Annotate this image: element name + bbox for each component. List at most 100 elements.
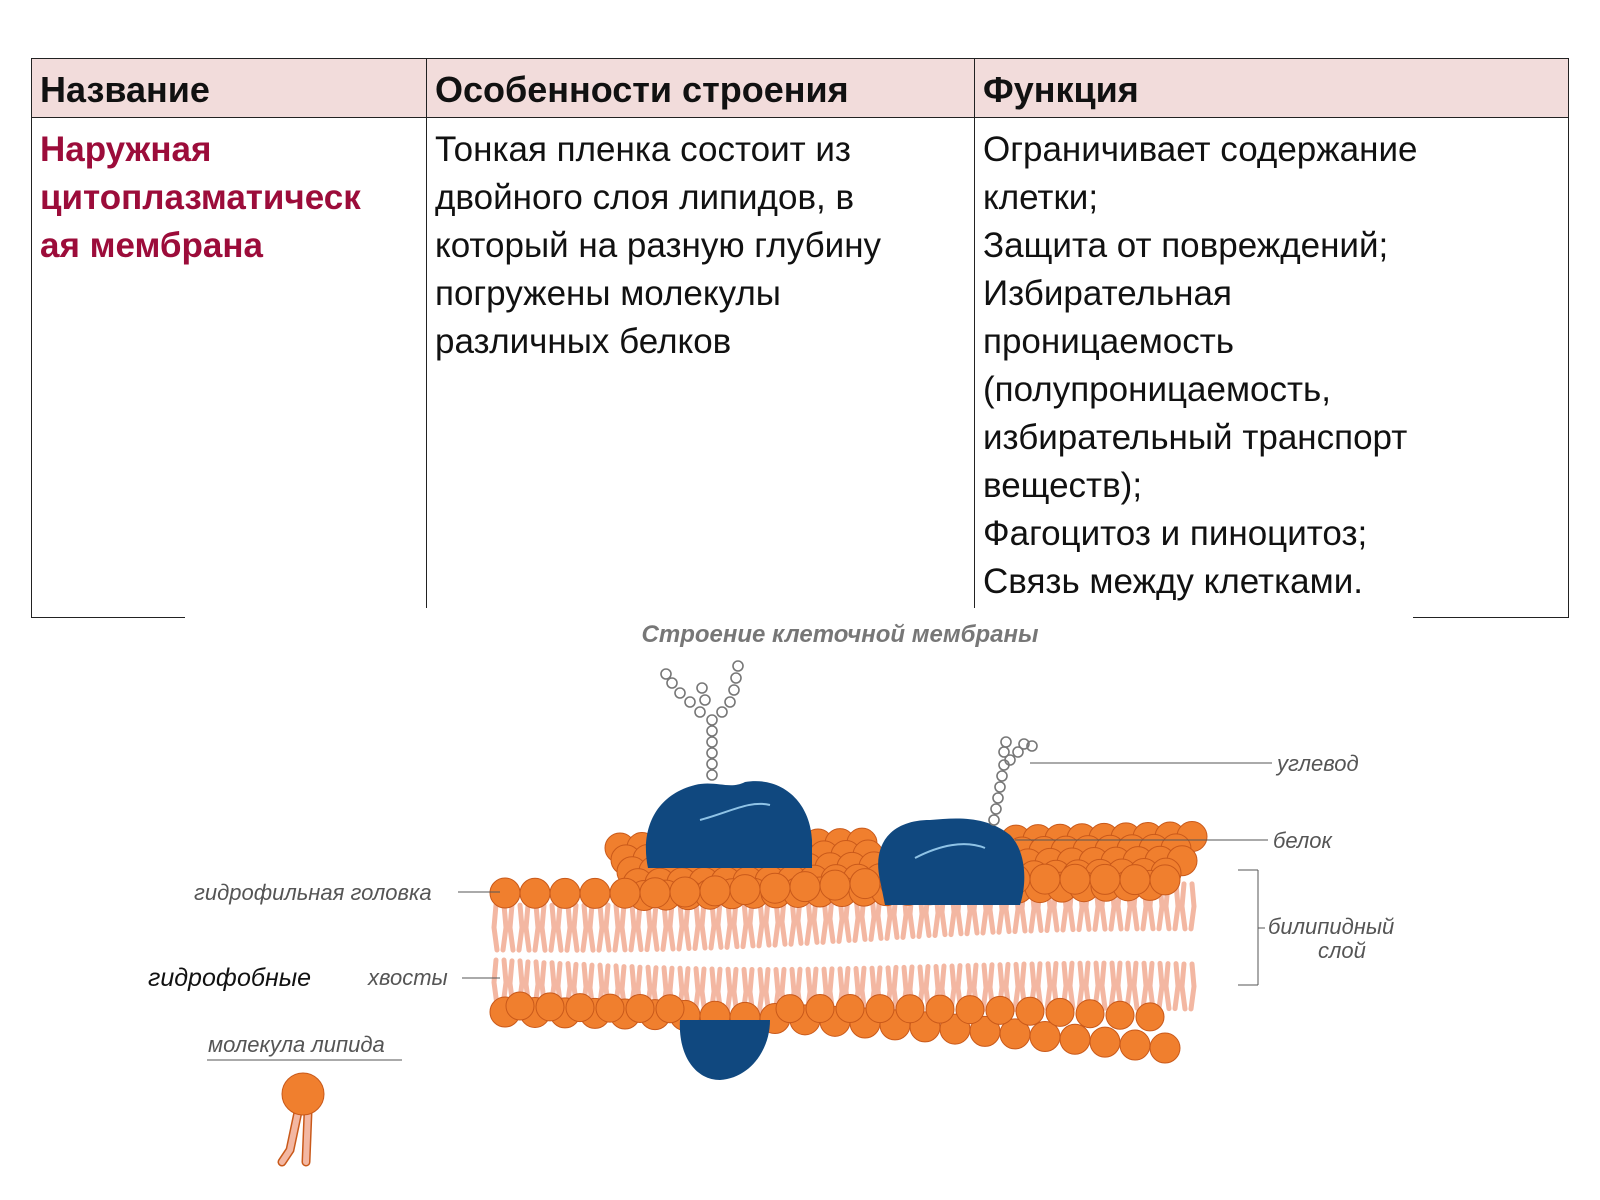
lipid-head xyxy=(595,993,625,1023)
lipid-head xyxy=(549,997,581,1029)
function-line: Фагоцитоз и пиноцитоз; xyxy=(983,514,1368,553)
lipid-head xyxy=(639,877,671,909)
lipid-head xyxy=(849,1007,881,1039)
function-line: Связь между клетками. xyxy=(983,562,1363,601)
lipid-tail xyxy=(731,899,749,950)
lipid-head xyxy=(826,876,858,908)
lipid-tail xyxy=(491,957,509,1008)
lipid-tail xyxy=(651,901,669,952)
lipid-head xyxy=(999,863,1031,895)
function-line: избирательный транспорт xyxy=(983,418,1408,457)
lipid-tail xyxy=(779,966,797,1017)
lipid-tail xyxy=(795,895,813,946)
function-line: Избирательная xyxy=(983,274,1232,313)
lipid-head xyxy=(804,876,836,908)
lipid-tail xyxy=(619,964,637,1015)
lipid-tail xyxy=(747,898,765,949)
lipid-head xyxy=(914,874,946,906)
lipid-head xyxy=(1090,870,1122,902)
lipid-head xyxy=(1062,859,1094,891)
lipid-head xyxy=(819,869,851,901)
protein-3-icon xyxy=(679,1020,770,1080)
lipid-head xyxy=(814,852,846,884)
lipid-head xyxy=(1028,836,1060,868)
name-line: Наружная xyxy=(40,130,212,169)
structure-line: двойного слоя липидов, в xyxy=(435,178,855,217)
structure-line: погружены молекулы xyxy=(435,274,781,313)
sugar-ring xyxy=(706,725,718,737)
lipid-head xyxy=(870,875,902,907)
lipid-head xyxy=(865,994,895,1024)
sugar-ring xyxy=(706,714,718,726)
lipid-head xyxy=(909,865,941,897)
lipid-head xyxy=(848,875,880,907)
lipid-head xyxy=(836,851,868,883)
lipid-head xyxy=(519,877,551,909)
lipid-head xyxy=(609,998,641,1030)
lipid-head xyxy=(1040,859,1072,891)
lipid-head xyxy=(892,874,924,906)
lipid-head xyxy=(879,1009,911,1041)
lipid-head xyxy=(1166,845,1198,877)
lipid-head xyxy=(1154,821,1186,853)
lipid-head xyxy=(939,1013,971,1045)
lipid-tail xyxy=(539,960,557,1011)
lipid-head xyxy=(1084,858,1116,890)
lipid-head xyxy=(710,866,742,898)
sugar-ring xyxy=(988,814,1000,826)
lipid-tail xyxy=(811,894,829,945)
lipid-head xyxy=(1089,863,1121,895)
lipid-head xyxy=(1072,835,1104,867)
sugar-ring xyxy=(996,770,1008,782)
lipid-head xyxy=(622,868,654,900)
lipid-tail xyxy=(987,962,1005,1013)
lipid-tail xyxy=(1147,960,1165,1011)
lipid-tail xyxy=(1035,882,1053,933)
lipid-head xyxy=(1128,858,1160,890)
lipid-tail xyxy=(603,963,621,1014)
sugar-ring xyxy=(696,682,708,694)
lipid-head xyxy=(909,1011,941,1043)
lipid-tail xyxy=(683,966,701,1017)
lipid-tail xyxy=(571,961,589,1012)
lipid-head xyxy=(846,827,878,859)
lipid-tail xyxy=(1083,881,1101,932)
lipid-tail xyxy=(891,964,909,1015)
lipid-head xyxy=(925,994,955,1024)
lipid-tail xyxy=(859,965,877,1016)
lipid-head xyxy=(726,854,758,886)
sugar-ring xyxy=(699,694,711,706)
lipid-tail xyxy=(1067,882,1085,933)
lipid-head xyxy=(980,872,1012,904)
lipid-head xyxy=(798,864,830,896)
lipid-head xyxy=(939,864,971,896)
lipid-head xyxy=(609,877,641,909)
lipid-tail xyxy=(1035,961,1053,1012)
lipid-molecule-icon xyxy=(277,1072,325,1167)
lipid-head xyxy=(858,851,890,883)
lipid-head xyxy=(1015,996,1045,1026)
lipid-tail xyxy=(859,891,877,942)
lipid-head xyxy=(748,853,780,885)
lipid-head xyxy=(786,840,818,872)
lipid-tail xyxy=(603,902,621,953)
lipid-head xyxy=(610,844,642,876)
lipid-tail xyxy=(827,893,845,944)
lipid-head xyxy=(820,864,852,896)
sugar-ring xyxy=(1018,738,1030,750)
carbohydrate-chains xyxy=(660,660,1038,826)
lipid-tail xyxy=(1147,881,1165,932)
lipid-tail xyxy=(747,966,765,1017)
lipid-head xyxy=(969,864,1001,896)
lipid-head xyxy=(1024,872,1056,904)
lipid-head xyxy=(1046,871,1078,903)
protein-1-highlight xyxy=(699,802,771,821)
lipid-head xyxy=(808,840,840,872)
lipid-head xyxy=(729,1001,761,1033)
structure-line: Тонкая пленка состоит из xyxy=(435,130,851,169)
name-line: цитоплазматическ xyxy=(40,178,361,217)
lipid-head xyxy=(505,991,535,1021)
lipid-tail xyxy=(1131,960,1149,1011)
lipid-head xyxy=(770,853,802,885)
sugar-ring xyxy=(706,758,718,770)
